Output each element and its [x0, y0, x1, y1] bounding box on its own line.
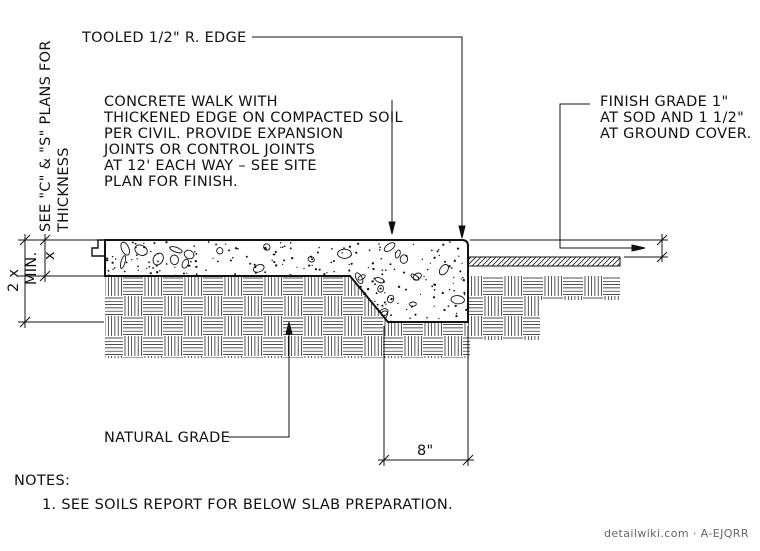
x-label: x [42, 251, 58, 260]
finish-grade-label: FINISH GRADE 1" AT SOD AND 1 1/2" AT GRO… [600, 94, 752, 142]
edge-width-label: 8" [417, 443, 434, 459]
edge-joint-notch [91, 239, 105, 257]
two-x-label: 2 x [6, 269, 22, 292]
min-label: MIN. [24, 252, 40, 285]
watermark: detailwiki.com · A-EJQRR [604, 527, 749, 540]
natural-soil-hatch [105, 276, 620, 358]
finish-grade-dimension [470, 234, 668, 263]
concrete-walk-line-5: AT 12' EACH WAY – SEE SITE [104, 158, 317, 174]
finish-grade-line-1: FINISH GRADE 1" [600, 94, 728, 110]
sod-strip [467, 256, 621, 267]
see-plans-label: SEE "C" & "S" PLANS FOR [38, 40, 54, 232]
finish-grade-line-3: AT GROUND COVER. [600, 126, 752, 142]
concrete-walk-line-1: CONCRETE WALK WITH [104, 94, 278, 110]
note-item-1: 1. SEE SOILS REPORT FOR BELOW SLAB PREPA… [42, 497, 453, 513]
concrete-walk-line-2: THICKENED EDGE ON COMPACTED SOIL [103, 110, 403, 126]
concrete-slab-outline [104, 239, 469, 323]
concrete-walk-line-6: PLAN FOR FINISH. [104, 174, 238, 190]
concrete-walk-line-3: PER CIVIL. PROVIDE EXPANSION [104, 126, 343, 142]
concrete-walk-line-4: JOINTS OR CONTROL JOINTS [103, 142, 315, 158]
natural-grade-label: NATURAL GRADE [104, 430, 230, 446]
edge-width-dimension [378, 326, 474, 466]
tooled-edge-label: TOOLED 1/2" R. EDGE [81, 30, 247, 46]
concrete-walk-label: CONCRETE WALK WITH THICKENED EDGE ON COM… [103, 94, 403, 190]
leader-lines [228, 36, 646, 438]
thickness-dimension [18, 234, 104, 328]
finish-grade-line-2: AT SOD AND 1 1/2" [600, 110, 744, 126]
notes-heading: NOTES: [14, 473, 70, 489]
thickness-label: THICKNESS [56, 147, 72, 233]
